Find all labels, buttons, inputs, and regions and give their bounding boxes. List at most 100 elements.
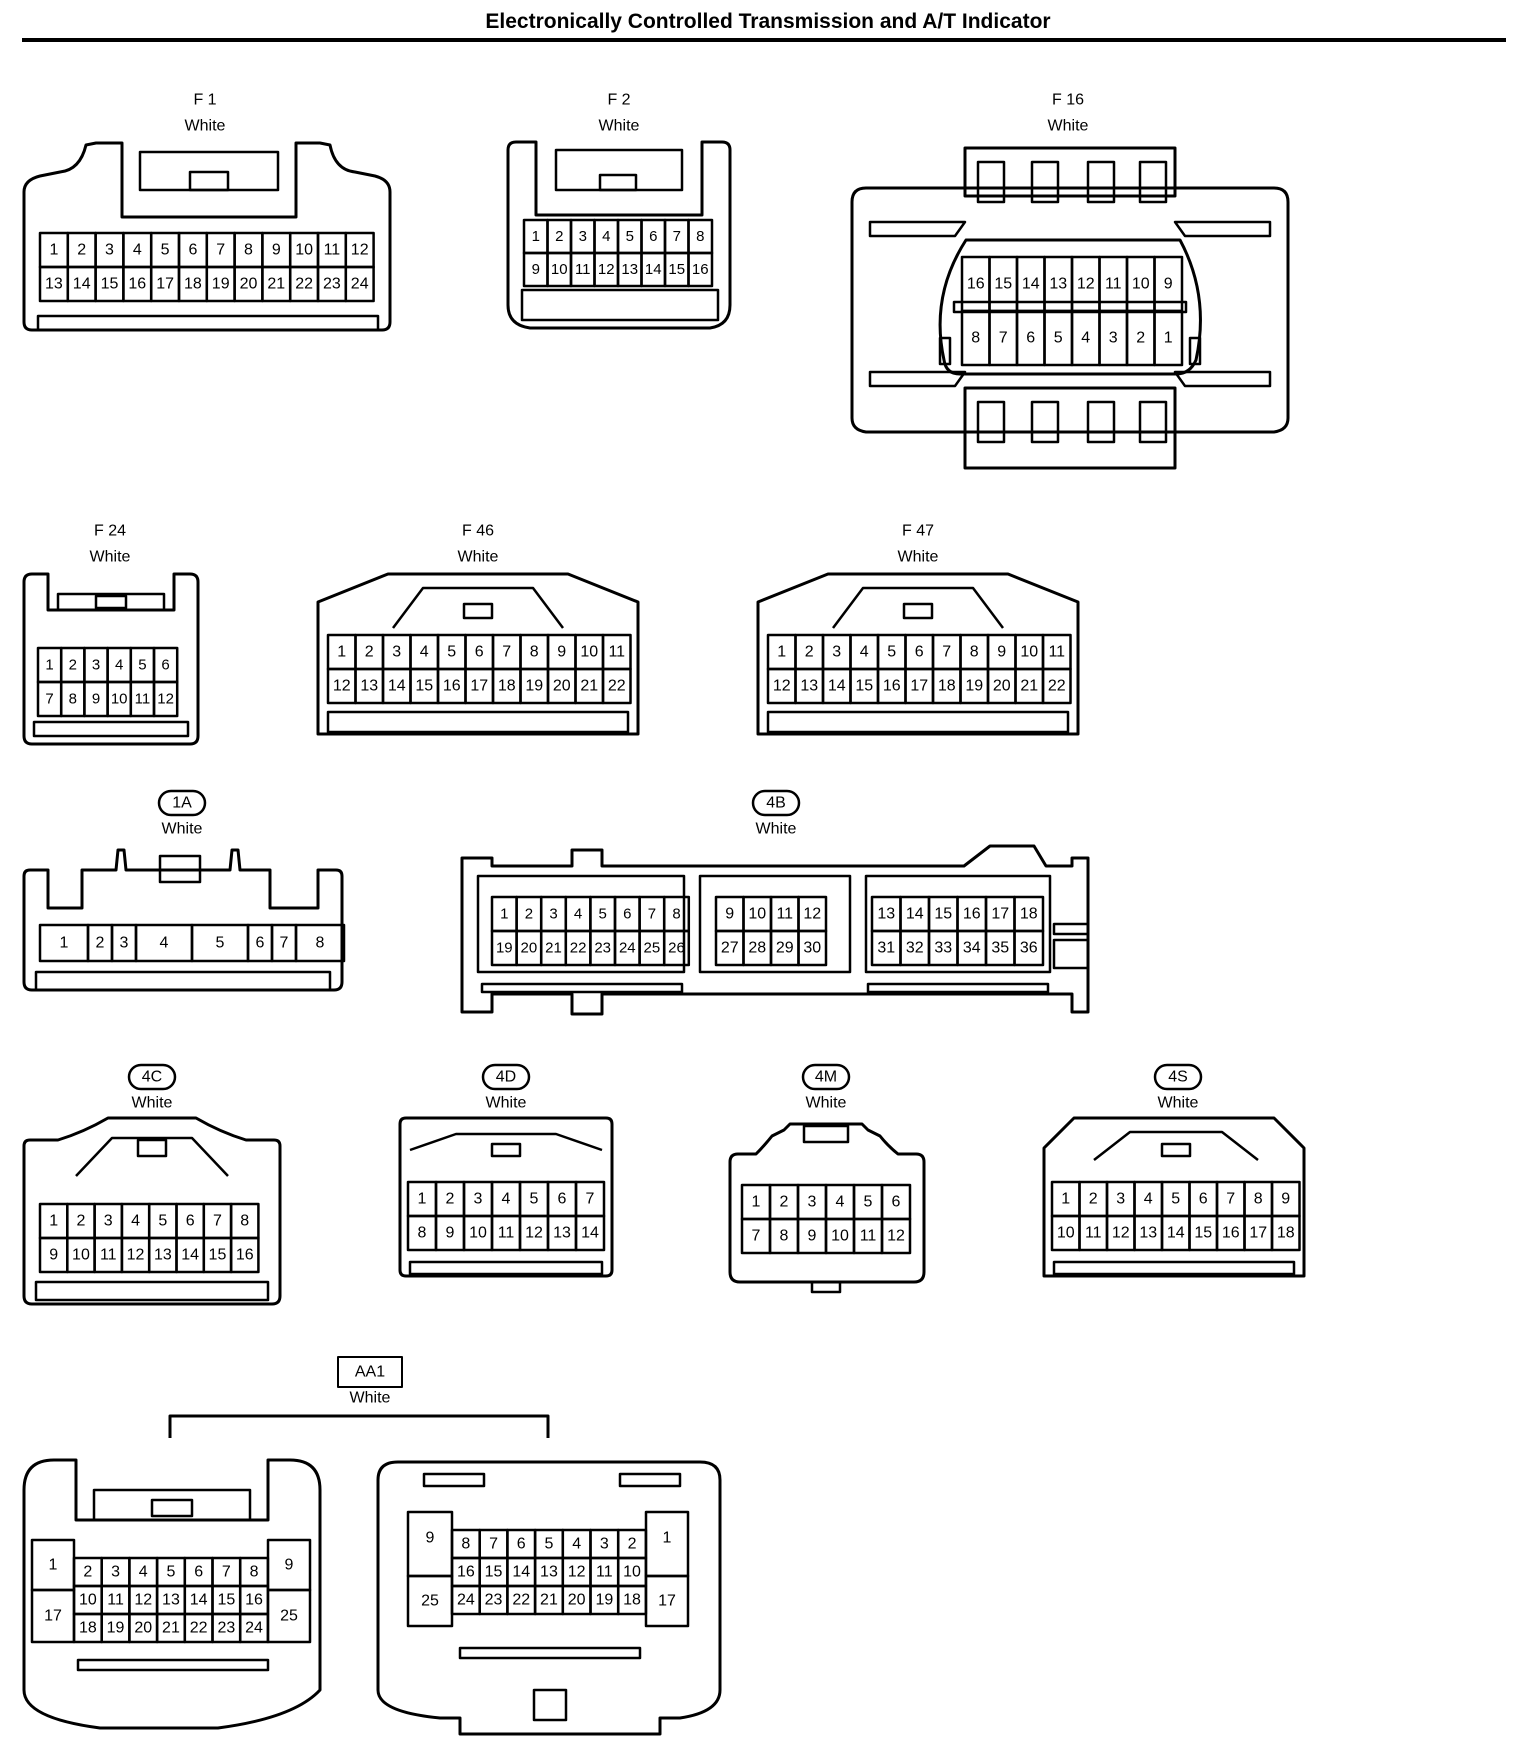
housing-detail (490, 1142, 522, 1158)
housing-outline (392, 586, 564, 629)
pin-label: 7 (222, 1564, 231, 1581)
pin-label: 10 (79, 1592, 97, 1609)
pin-label: 4 (160, 935, 169, 952)
pin-label: 12 (887, 1228, 905, 1245)
pin-label: 8 (461, 1536, 470, 1553)
pin-label: 3 (549, 906, 557, 923)
pin-label: 11 (135, 691, 151, 708)
housing-outline (56, 592, 166, 612)
pin-label: 28 (748, 940, 766, 957)
pin-label: 10 (469, 1225, 487, 1242)
housing-outline (938, 238, 1202, 376)
pin-label: 3 (104, 1213, 113, 1230)
housing-outline (22, 1458, 322, 1730)
pin-label: 12 (134, 1592, 152, 1609)
pin-label: 4 (502, 1191, 511, 1208)
pin-cell (229, 1236, 260, 1274)
connector-color: White (90, 549, 131, 566)
pin-label: 17 (991, 906, 1009, 923)
pin-label: 3 (111, 1564, 120, 1581)
pin-label: 12 (127, 1247, 145, 1264)
housing-detail (408, 1260, 604, 1276)
pin-label: 6 (256, 935, 265, 952)
pin-label: 19 (965, 678, 983, 695)
housing-outline (22, 848, 344, 992)
pin-label: 22 (190, 1620, 208, 1637)
pin-label: 23 (594, 940, 611, 957)
pin-label: 21 (540, 1592, 558, 1609)
pin-label: 3 (1116, 1191, 1125, 1208)
housing-outline (728, 1122, 926, 1284)
pin-cell (1013, 929, 1045, 967)
connector-id: F 47 (902, 523, 934, 540)
connector-color: White (756, 821, 797, 838)
pin-label: 14 (581, 1225, 599, 1242)
pin-label: 13 (360, 678, 378, 695)
pin-label: 8 (250, 1564, 259, 1581)
housing-detail (326, 710, 630, 734)
pin-label: 36 (1020, 940, 1038, 957)
housing-outline (506, 140, 732, 330)
pin-cell (294, 923, 346, 963)
pin-label: 18 (184, 276, 202, 293)
pin-label: 24 (245, 1620, 263, 1637)
pin-label: 8 (696, 228, 704, 245)
connector-color: White (599, 118, 640, 135)
housing-outline (138, 150, 280, 192)
housing-detail (76, 1658, 270, 1672)
pin-label: 21 (267, 276, 285, 293)
housing-detail (520, 288, 720, 322)
pin-label: 8 (970, 644, 979, 661)
pin-label: 2 (446, 1191, 455, 1208)
pin-label: 17 (1249, 1225, 1267, 1242)
pin-label: 13 (540, 1564, 558, 1581)
pin-label: 9 (426, 1530, 435, 1547)
connector-id: F 1 (193, 92, 216, 109)
pin-label: 26 (668, 940, 685, 957)
pin-label: 8 (69, 691, 77, 708)
housing-outline (868, 370, 967, 388)
pin-label: 6 (186, 1213, 195, 1230)
pin-label: 6 (649, 228, 657, 245)
pin-label: 8 (244, 242, 253, 259)
pin-label: 11 (1105, 276, 1122, 293)
pin-label: 6 (475, 644, 484, 661)
pin-label: 11 (100, 1247, 117, 1264)
housing-outline (1042, 1116, 1306, 1278)
pin-label: 10 (1020, 644, 1038, 661)
housing-detail (1188, 336, 1202, 366)
pin-label: 2 (83, 1564, 92, 1581)
pin-label: 2 (96, 935, 105, 952)
housing-outline (963, 386, 1177, 470)
pin-label: 16 (245, 1592, 263, 1609)
pin-label: 9 (725, 906, 734, 923)
pin-label: 9 (1164, 276, 1173, 293)
pin-label: 2 (805, 644, 814, 661)
pin-label: 20 (553, 678, 571, 695)
pin-label: 12 (333, 678, 351, 695)
pin-label: 19 (525, 678, 543, 695)
pin-label: 10 (623, 1564, 641, 1581)
pin-label: 2 (555, 228, 563, 245)
housing-outline (75, 1136, 229, 1177)
pin-label: 21 (545, 940, 562, 957)
pin-label: 9 (285, 1557, 294, 1574)
connector-id: 4M (815, 1069, 837, 1086)
pin-label: 15 (217, 1592, 235, 1609)
pin-label: 22 (512, 1592, 530, 1609)
pin-label: 5 (166, 1564, 175, 1581)
housing-detail (618, 1472, 682, 1488)
housing-detail (1030, 400, 1060, 444)
connector-id: F 24 (94, 523, 126, 540)
pin-label: 16 (963, 906, 981, 923)
pin-label: 14 (906, 906, 924, 923)
pin-label: 8 (240, 1213, 249, 1230)
pin-label: 6 (1199, 1191, 1208, 1208)
pin-label: 5 (1054, 330, 1063, 347)
pin-label: 23 (485, 1592, 503, 1609)
pin-label: 25 (644, 940, 661, 957)
